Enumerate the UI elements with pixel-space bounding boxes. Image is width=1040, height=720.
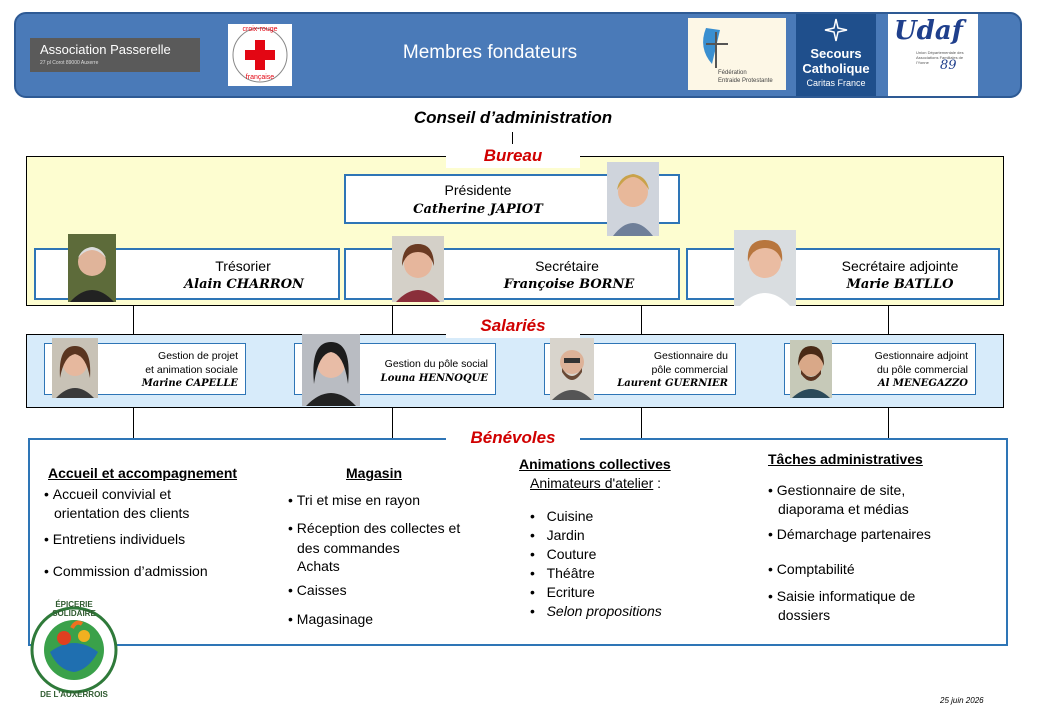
salarie-role-line1: Gestion de projet: [158, 350, 238, 362]
tresorier-name: Alain CHARRON: [184, 277, 304, 292]
croix-rouge-bottom-text: française: [245, 74, 275, 81]
salarie-role-line2: du pôle commercial: [876, 364, 968, 376]
salarie-role-line2: pôle commercial: [651, 364, 728, 376]
connector-line: [888, 408, 889, 438]
croix-rouge-logo: croix-rouge française: [228, 24, 292, 86]
salarie-role-line1: Gestion du pôle social: [384, 358, 488, 370]
list-item: • Tri et mise en rayon: [288, 492, 420, 508]
accueil-title: Accueil et accompagnement: [48, 465, 238, 481]
epicerie-solidaire-logo: ÉPICERIE SOLIDAIRE DE L'AUXERROIS: [28, 598, 120, 702]
star-icon: [824, 18, 848, 42]
connector-line: [641, 408, 642, 438]
list-item: • Caisses: [288, 582, 347, 598]
salarie-photo: [52, 338, 98, 398]
passerelle-address: 27 pl Corot 89000 Auxerre: [40, 60, 99, 66]
list-item: • Accueil convivial et: [44, 486, 172, 502]
animations-subtitle: Animateurs d'atelier :: [530, 475, 662, 491]
salarie-name: Laurent GUERNIER: [617, 378, 728, 389]
salarie-name: Al MENEGAZZO: [877, 378, 968, 389]
magasin-title: Magasin: [346, 465, 403, 481]
list-item: orientation des clients: [54, 505, 190, 521]
secours-catholique-logo: Secours Catholique Caritas France: [796, 14, 876, 96]
croix-rouge-top-text: croix-rouge: [242, 26, 278, 33]
udaf-mark: Udaf: [894, 16, 963, 46]
fep-logo: Fédération Entraide Protestante: [688, 18, 786, 90]
list-item: • Jardin: [530, 527, 585, 543]
salarie-role-line2: et animation sociale: [145, 364, 238, 376]
passerelle-name: Association Passerelle: [40, 42, 171, 57]
conseil-title: Conseil d’administration: [413, 108, 613, 127]
logo-top-text: ÉPICERIE SOLIDAIRE: [52, 600, 96, 618]
connector-line: [133, 408, 134, 438]
secours-line2: Catholique: [802, 61, 870, 76]
list-item: • Ecriture: [530, 584, 595, 600]
salarie-name: Marine CAPELLE: [141, 378, 238, 389]
connector-line: [392, 408, 393, 438]
presidente-photo: [607, 162, 659, 236]
list-item: dossiers: [778, 607, 831, 623]
benevoles-section: [28, 438, 1008, 646]
list-item: • Théâtre: [530, 565, 595, 581]
secretaire-adjointe-role: Secrétaire adjointe: [841, 258, 959, 274]
salarie-role-line1: Gestionnaire adjoint: [874, 350, 968, 362]
secours-line3: Caritas France: [806, 78, 866, 88]
presidente-role: Présidente: [444, 182, 512, 198]
list-item: des commandes: [297, 540, 400, 556]
tresorier-role: Trésorier: [215, 258, 271, 274]
list-item: • Commission d’admission: [44, 563, 208, 579]
salarie-photo: [550, 338, 594, 400]
list-item: • Couture: [530, 546, 597, 562]
salarie-name: Louna HENNOQUE: [380, 373, 488, 384]
list-item: • Gestionnaire de site,: [768, 482, 906, 498]
bureau-title: Bureau: [446, 146, 580, 168]
list-item: • Selon propositions: [530, 603, 662, 619]
secretaire-adjointe-name: Marie BATLLO: [846, 277, 954, 292]
list-item: • Saisie informatique de: [768, 588, 916, 604]
udaf-number: 89: [940, 58, 957, 73]
connector-line: [512, 132, 513, 144]
list-item: • Réception des collectes et: [288, 520, 461, 536]
fep-line2: Entraide Protestante: [718, 78, 773, 84]
connector-line: [392, 306, 393, 334]
list-item: • Entretiens individuels: [44, 531, 186, 547]
salarie-photo: [790, 340, 832, 398]
banner-title: Membres fondateurs: [402, 42, 578, 63]
secretaire-adjointe-photo: [734, 230, 796, 306]
list-item: Achats: [297, 558, 340, 574]
salaries-title: Salariés: [446, 316, 580, 338]
secours-line1: Secours: [810, 46, 862, 61]
logo-bottom-text: DE L'AUXERROIS: [40, 690, 108, 699]
list-item: • Magasinage: [288, 611, 374, 627]
secretaire-photo: [392, 236, 444, 302]
benevoles-title: Bénévoles: [446, 428, 580, 450]
list-item: • Cuisine: [530, 508, 594, 524]
animations-title: Animations collectives: [519, 456, 671, 472]
passerelle-logo: Association Passerelle 27 pl Corot 89000…: [30, 38, 200, 72]
footer-date: 25 juin 2026: [940, 696, 984, 705]
connector-line: [133, 306, 134, 334]
taches-title: Tâches administratives: [768, 451, 923, 467]
udaf-logo: Udaf 89 Union Départementale des Associa…: [888, 14, 978, 96]
secretaire-role: Secrétaire: [535, 258, 599, 274]
connector-line: [641, 306, 642, 334]
salarie-photo: [302, 334, 360, 406]
presidente-name: Catherine JAPIOT: [413, 202, 543, 217]
tresorier-photo: [68, 234, 116, 302]
fep-line1: Fédération: [718, 70, 747, 76]
udaf-subtitle: Union Départementale des Associations Fa…: [916, 50, 964, 65]
list-item: • Démarchage partenaires: [768, 526, 931, 542]
list-item: diaporama et médias: [778, 501, 909, 517]
secretaire-name: Françoise BORNE: [503, 277, 635, 292]
connector-line: [888, 306, 889, 334]
salarie-role-line1: Gestionnaire du: [653, 350, 728, 362]
list-item: • Comptabilité: [768, 561, 855, 577]
